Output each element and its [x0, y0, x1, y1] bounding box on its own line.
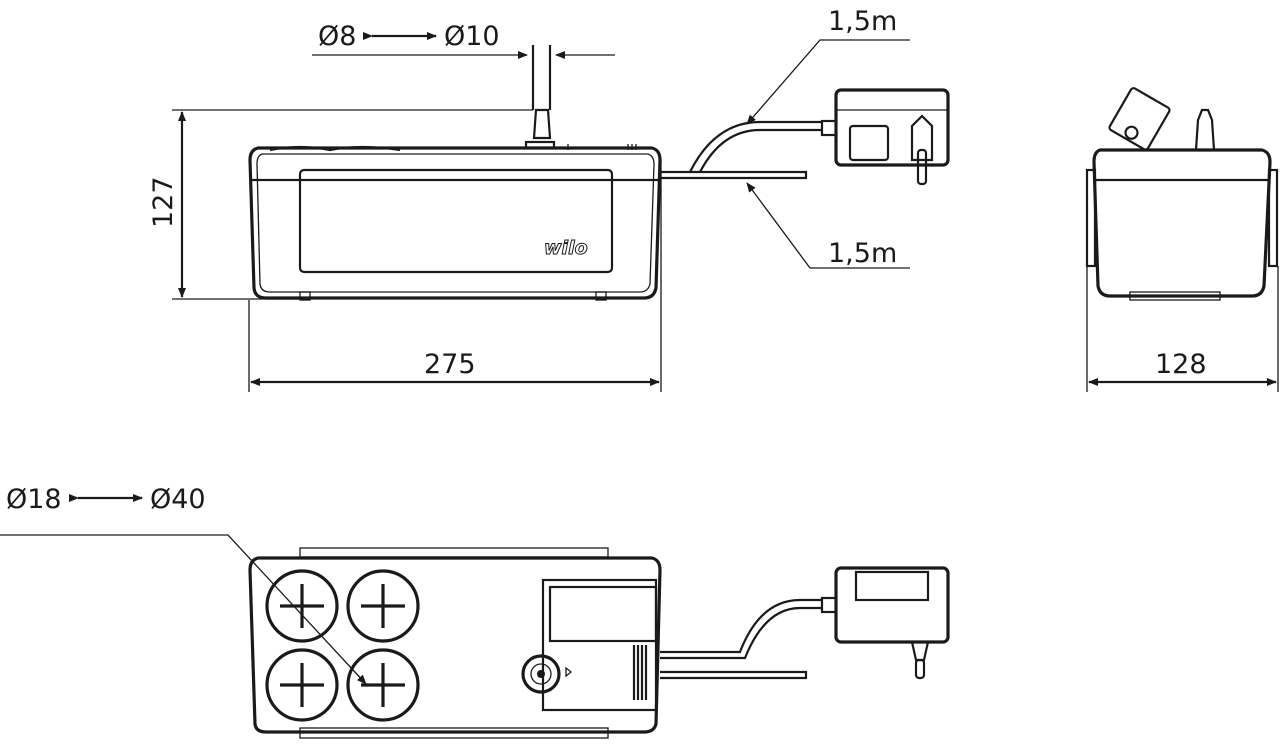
height-dimension: 127	[148, 109, 533, 300]
front-panel	[298, 168, 614, 274]
inlet-3	[265, 648, 339, 722]
float-switch	[521, 654, 561, 694]
outlet-nozzle	[532, 108, 552, 140]
cable-length-callouts: 1,5m 1,5m	[746, 6, 910, 269]
svg-text:Ø8: Ø8	[318, 21, 356, 52]
front-width-dimension: 275	[248, 160, 662, 392]
inlet-4	[346, 648, 420, 722]
inlet-diameter-callout: Ø18 Ø40	[0, 484, 367, 685]
power-cable-length: 1,5m	[828, 6, 897, 37]
power-adapter-front	[660, 88, 950, 186]
inlet-openings	[265, 569, 420, 722]
svg-text:275: 275	[424, 349, 476, 380]
svg-text:Ø10: Ø10	[444, 21, 500, 52]
svg-text:127: 127	[148, 176, 179, 228]
svg-text:128: 128	[1155, 349, 1207, 380]
front-view: wilo	[248, 45, 662, 301]
top-view	[248, 547, 950, 739]
wilo-logo: wilo	[544, 237, 588, 259]
discharge-tube-length: 1,5m	[828, 238, 897, 269]
inlet-1	[265, 569, 339, 643]
side-width-dimension: 128	[1086, 266, 1279, 392]
svg-text:Ø18: Ø18	[6, 484, 62, 515]
side-view	[1085, 87, 1279, 301]
tube-diameter-dimension: Ø8 Ø10	[312, 21, 615, 59]
svg-text:Ø40: Ø40	[150, 484, 206, 515]
inlet-2	[346, 569, 420, 643]
